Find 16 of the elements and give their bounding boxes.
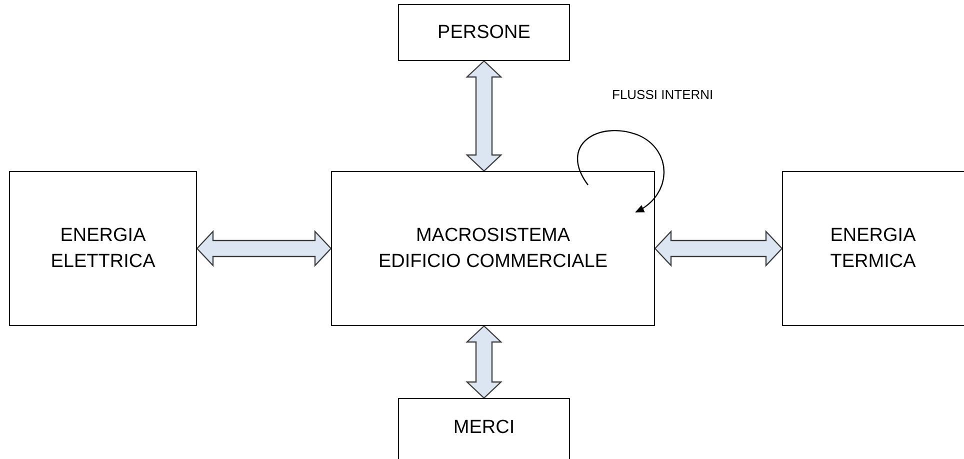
process-box xyxy=(782,171,964,326)
box-label: MACROSISTEMA EDIFICIO COMMERCIALE xyxy=(377,224,609,274)
process-box xyxy=(9,171,197,326)
process-box xyxy=(398,4,570,61)
double-block-arrow xyxy=(196,230,332,268)
process-box xyxy=(331,171,655,326)
double-block-arrow xyxy=(465,60,503,172)
process-box xyxy=(398,398,570,459)
box-label: PERSONE xyxy=(438,20,530,44)
double-block-arrow xyxy=(465,325,503,399)
loop-arrow xyxy=(577,130,665,213)
box-label: MERCI xyxy=(453,416,515,440)
edge-label: FLUSSI INTERNI xyxy=(612,86,714,104)
double-block-arrow xyxy=(654,230,783,268)
box-label: ENERGIA TERMICA xyxy=(829,224,917,274)
box-label: ENERGIA ELETTRICA xyxy=(50,224,156,274)
